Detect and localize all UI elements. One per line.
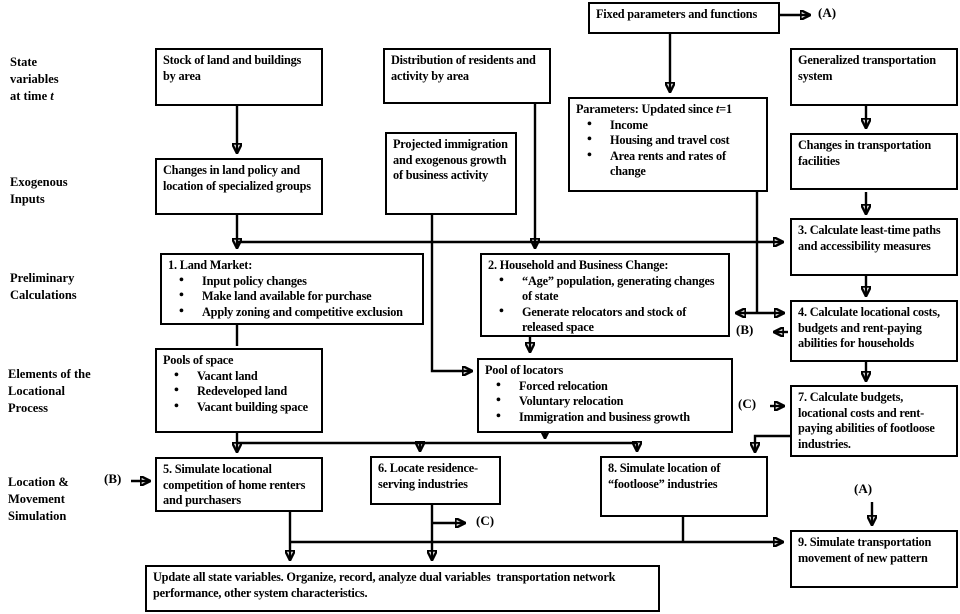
box-6-residence-serving: 6. Locate residence-serving industries <box>370 456 501 505</box>
box-generalized-transportation: Generalized transportation system <box>790 48 958 106</box>
list-item: Forced relocation <box>485 378 725 395</box>
row-label-exogenous-inputs: Exogenous Inputs <box>10 175 68 206</box>
list-item: Redeveloped land <box>163 383 315 400</box>
label-c-right: (C) <box>738 396 757 411</box>
arrow-projected-to-poollocators <box>430 215 471 371</box>
list-item: Vacant building space <box>163 399 315 416</box>
row-label-state-variables: State variables at time t <box>10 55 59 103</box>
box-pool-of-locators: Pool of locators Forced relocation Volun… <box>477 358 733 433</box>
arrow-box7-to-box8 <box>755 434 790 451</box>
list-item: Area rents and rates of change <box>576 148 760 180</box>
list-item: Input policy changes <box>168 273 416 290</box>
list-item: Make land available for purchase <box>168 288 416 305</box>
box-pools-of-space: Pools of space Vacant land Redeveloped l… <box>155 348 323 433</box>
box-distribution-residents: Distribution of residents and activity b… <box>383 48 551 104</box>
box-8-footloose-location: 8. Simulate location of “footloose” indu… <box>600 456 768 517</box>
row-label-location-movement-simulation: Location & Movement Simulation <box>8 475 69 523</box>
box-stock-land-buildings: Stock of land and buildings by area <box>155 48 323 106</box>
box-parameters-updated: Parameters: Updated since t=1 Income Hou… <box>568 97 768 192</box>
box-5-simulate-competition: 5. Simulate locational competition of ho… <box>155 457 323 512</box>
row-label-preliminary-calculations: Preliminary Calculations <box>10 271 77 302</box>
box-7-budgets-footloose: 7. Calculate budgets, locational costs a… <box>790 385 958 457</box>
box-2-household-business-change: 2. Household and Business Change: “Age” … <box>480 253 730 337</box>
list-item: Apply zoning and competitive exclusion <box>168 304 416 321</box>
list-item: Housing and travel cost <box>576 132 760 149</box>
list-item: Vacant land <box>163 368 315 385</box>
list-item: Income <box>576 117 760 134</box>
label-c-left: (C) <box>476 513 495 528</box>
box-1-land-market: 1. Land Market: Input policy changes Mak… <box>160 253 424 325</box>
box-fixed-parameters: Fixed parameters and functions <box>588 2 780 34</box>
list-item: Generate relocators and stock of release… <box>488 304 722 336</box>
label-b-left: (B) <box>104 471 122 486</box>
label-a-top: (A) <box>818 5 837 20</box>
row-label-elements-locational-process: Elements of the Locational Process <box>8 367 91 415</box>
list-item: Voluntary relocation <box>485 393 725 410</box>
box-projected-immigration: Projected immigration and exogenous grow… <box>385 132 517 215</box>
list-item: “Age” population, generating changes of … <box>488 273 722 305</box>
box-transportation-facilities: Changes in transportation facilities <box>790 133 958 190</box>
box-3-least-time-paths: 3. Calculate least-time paths and access… <box>790 218 958 276</box>
box-9-simulate-transportation: 9. Simulate transportation movement of n… <box>790 530 958 588</box>
box-update-state-variables: Update all state variables. Organize, re… <box>145 565 660 612</box>
box-land-policy-changes: Changes in land policy and location of s… <box>155 158 323 215</box>
box-4-locational-costs: 4. Calculate locational costs, budgets a… <box>790 300 958 362</box>
label-a-bottom: (A) <box>854 481 873 496</box>
label-b-right: (B) <box>736 322 754 337</box>
list-item: Immigration and business growth <box>485 409 725 426</box>
